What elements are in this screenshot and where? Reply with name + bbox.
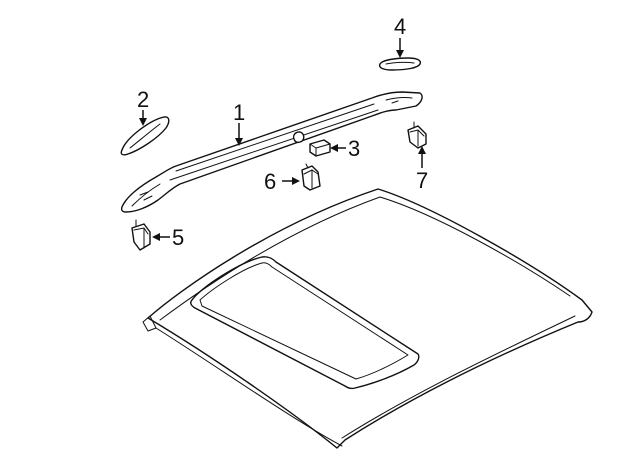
callout-leaders [139,38,426,241]
end-cover-2 [120,116,170,156]
end-cover-4 [378,57,422,71]
sunroof-opening [190,256,420,390]
clip-3 [309,139,331,157]
roof-panel [142,188,593,449]
callout-4: 4 [394,14,406,39]
bracket-7 [407,121,427,149]
callout-6: 6 [264,169,276,194]
callout-2: 2 [137,87,149,112]
bracket-5 [131,219,151,251]
roof-rail [120,91,423,213]
callout-7: 7 [416,168,428,193]
callout-1: 1 [233,100,245,125]
bracket-6 [301,163,321,191]
callout-3: 3 [348,136,360,161]
callout-5: 5 [172,225,184,250]
